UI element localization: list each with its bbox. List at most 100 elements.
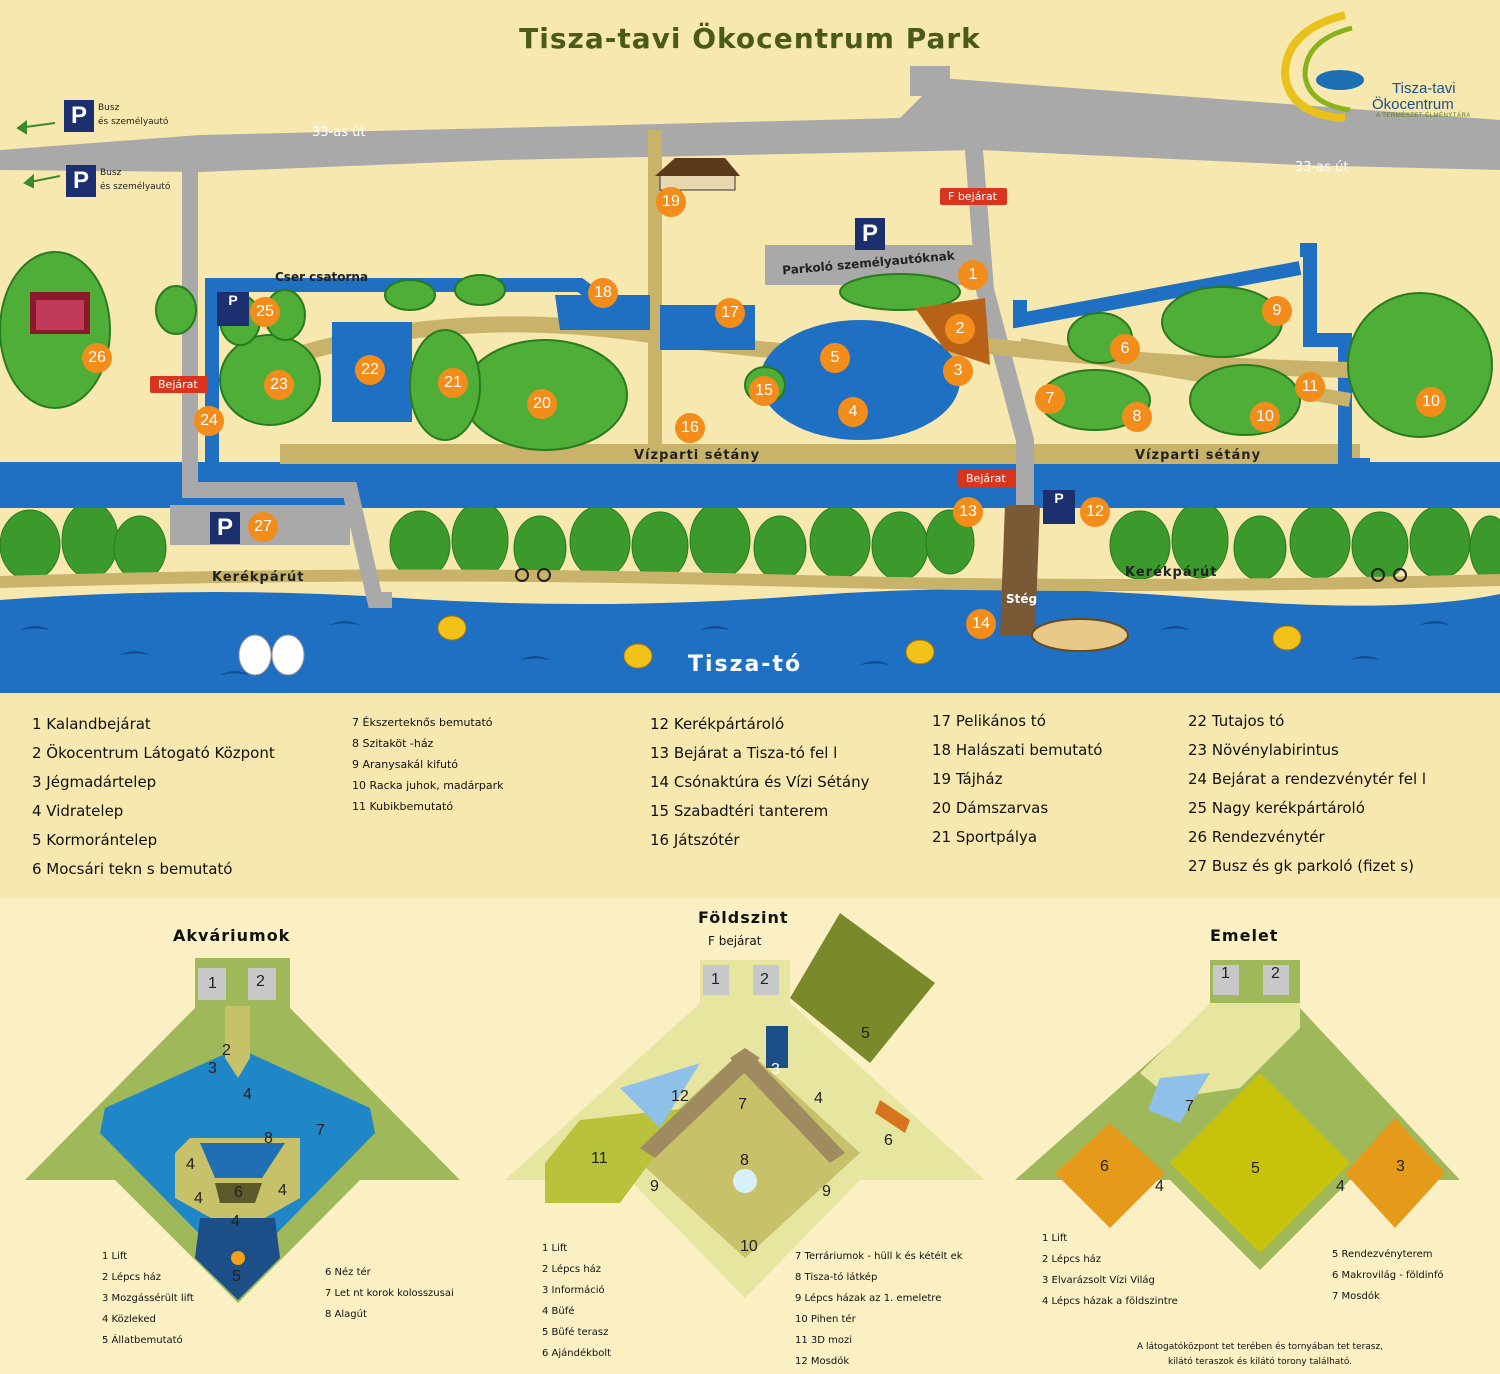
gf-label-3: 3 [771, 1061, 780, 1078]
legend-item: 21 Sportpálya [932, 828, 1038, 846]
lake-label: Tisza-tó [688, 652, 803, 677]
marker-11[interactable]: 11 [1295, 372, 1325, 402]
marker-5[interactable]: 5 [820, 343, 850, 373]
marker-3[interactable]: 3 [943, 356, 973, 386]
marker-22[interactable]: 22 [355, 355, 385, 385]
waterfront-label-2: Vízparti sétány [1135, 448, 1262, 463]
uf-label-7: 7 [1185, 1098, 1194, 1115]
boat-icon [1031, 618, 1129, 652]
farmhouse-icon [655, 158, 740, 191]
note-line-1: A látogatóközpont tet terében és tornyáb… [1136, 1342, 1384, 1352]
ground-floor-plan [505, 913, 985, 1298]
legend-item: 23 Növénylabirintus [1188, 741, 1339, 759]
entrance-sign-left: Bejárat [150, 376, 208, 393]
marker-10[interactable]: 10 [1416, 387, 1446, 417]
legend-item: 19 Tájház [932, 770, 1003, 788]
legend-item: 6 Néz tér [325, 1267, 371, 1278]
marker-12[interactable]: 12 [1080, 497, 1110, 527]
gf-label-7: 7 [738, 1096, 747, 1113]
legend-item: 3 Mozgássérült lift [102, 1293, 194, 1304]
legend-item: 25 Nagy kerékpártároló [1188, 799, 1365, 817]
legend-item: 7 Let nt korok kolosszusai [325, 1288, 454, 1299]
gf-label-10: 10 [740, 1238, 758, 1255]
legend-item: 1 Lift [102, 1251, 128, 1262]
park-map: Tisza-tavi Ökocentrum Park Tisza-tavi Ök… [0, 11, 1500, 693]
marker-23[interactable]: 23 [264, 370, 294, 400]
gf-label-12: 12 [671, 1088, 689, 1105]
aq-label-5: 5 [232, 1268, 241, 1285]
upper-floor-note: A látogatóközpont tet terében és tornyáb… [1100, 1340, 1420, 1370]
legend-item: 4 Büfé [542, 1306, 575, 1317]
legend-item: 13 Bejárat a Tisza-tó fel l [650, 744, 838, 762]
marker-9[interactable]: 9 [1262, 296, 1292, 326]
marker-1[interactable]: 1 [958, 260, 988, 290]
parking-arrows [16, 120, 61, 189]
marker-19[interactable]: 19 [656, 187, 686, 217]
aquarium-legend-right: 6 Néz tér 7 Let nt korok kolosszusai 8 A… [325, 1262, 454, 1325]
gf-label-8: 8 [740, 1152, 749, 1169]
event-stage-icon [30, 292, 90, 334]
aq-label-4b: 4 [186, 1156, 195, 1173]
marker-24[interactable]: 24 [194, 406, 224, 436]
marker-10b[interactable]: 10 [1250, 402, 1280, 432]
aq-label-2-lift: 2 [222, 1042, 231, 1059]
marker-18[interactable]: 18 [588, 278, 618, 308]
legend-item: 1 Lift [542, 1243, 568, 1254]
legend-col-2: 7 Ékszerteknős bemutató 8 Szitaköt -ház … [352, 712, 504, 817]
marker-17[interactable]: 17 [715, 298, 745, 328]
waterfront-label-1: Vízparti sétány [634, 448, 761, 463]
aquarium-plan [25, 958, 460, 1303]
legend-item: 5 Büfé terasz [542, 1327, 609, 1338]
marker-26[interactable]: 26 [82, 343, 112, 373]
bike-parking-icon-25: P [217, 292, 249, 326]
lake-water [0, 588, 1500, 693]
legend-item: 24 Bejárat a rendezvénytér fel l [1188, 770, 1427, 788]
gf-label-2: 2 [760, 971, 769, 988]
gf-label-5: 5 [861, 1025, 870, 1042]
legend-item: 7 Mosdók [1332, 1291, 1380, 1302]
marker-8[interactable]: 8 [1122, 402, 1152, 432]
marker-21[interactable]: 21 [438, 368, 468, 398]
legend-item: 8 Szitaköt -ház [352, 737, 434, 750]
ground-legend-left: 1 Lift 2 Lépcs ház 3 Információ 4 Büfé 5… [542, 1238, 611, 1364]
marker-13[interactable]: 13 [953, 497, 983, 527]
bus-parking-icon-2: P [66, 165, 96, 197]
marker-20[interactable]: 20 [527, 389, 557, 419]
legend-item: 3 Információ [542, 1285, 605, 1296]
bike-path-label-1: Kerékpárút [212, 570, 305, 585]
legend-item: 14 Csónaktúra és Vízi Sétány [650, 773, 870, 791]
floor-plans-canvas [25, 913, 1460, 1303]
note-line-2: kilátó teraszok és kilátó torony találha… [1167, 1357, 1353, 1367]
legend-item: 1 Kalandbejárat [32, 715, 151, 733]
uf-label-4a: 4 [1155, 1178, 1164, 1195]
marker-15[interactable]: 15 [749, 376, 779, 406]
bus-parking-icon-27: P [210, 512, 240, 544]
legend-item: 11 Kubikbemutató [352, 800, 454, 813]
marker-27[interactable]: 27 [248, 512, 278, 542]
uf-label-2: 2 [1271, 965, 1280, 982]
gf-label-4: 4 [814, 1090, 823, 1107]
marker-4[interactable]: 4 [838, 397, 868, 427]
marker-6[interactable]: 6 [1110, 334, 1140, 364]
main-road [0, 78, 1500, 172]
marker-16[interactable]: 16 [675, 413, 705, 443]
bus-parking-text-2: Busz és személyautó [100, 166, 170, 194]
uf-label-4b: 4 [1336, 1178, 1345, 1195]
marker-25[interactable]: 25 [250, 297, 280, 327]
legend-item: 9 Aranysakál kifutó [352, 758, 459, 771]
map-canvas [0, 11, 1500, 693]
ground-floor-subtitle: F bejárat [708, 934, 762, 948]
marker-7[interactable]: 7 [1035, 384, 1065, 414]
legend-item: 3 Elvarázsolt Vízi Világ [1042, 1275, 1155, 1286]
legend-item: 2 Ökocentrum Látogató Központ [32, 744, 275, 762]
bus-parking-line2: és személyautó [100, 182, 171, 192]
aq-label-3: 3 [208, 1060, 217, 1077]
jetty-label: Stég [1006, 592, 1038, 606]
marker-14[interactable]: 14 [966, 609, 996, 639]
road-label-33-west: 33-as út [312, 125, 366, 140]
fish-icons [437, 615, 1302, 669]
bus-parking-line1: Busz [100, 168, 122, 178]
main-entrance-sign: F bejárat [940, 188, 1007, 205]
bike-path-label-2: Kerékpárút [1125, 565, 1218, 580]
marker-2[interactable]: 2 [945, 314, 975, 344]
